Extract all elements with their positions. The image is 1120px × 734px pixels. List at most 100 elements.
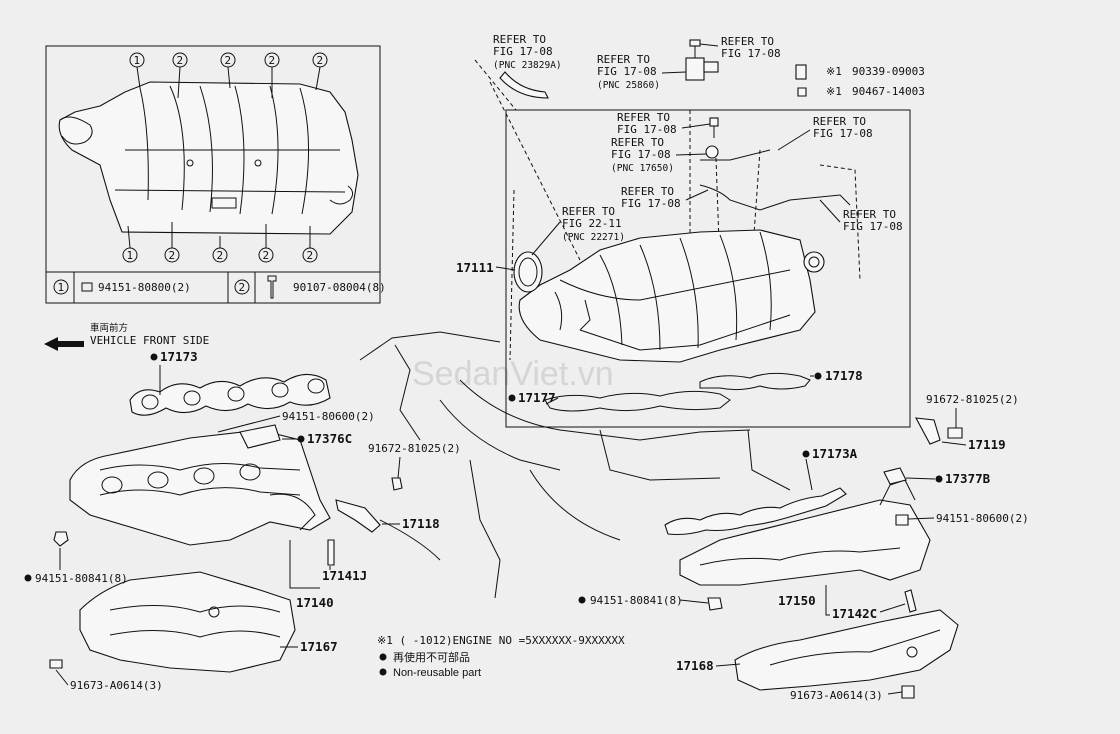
- bolt-icon: [947, 427, 963, 439]
- circle-label-text: 1: [127, 249, 134, 262]
- nut-icon: [895, 514, 909, 526]
- legend-part: 94151-80800(2): [98, 281, 191, 294]
- nut-icon: [81, 282, 93, 292]
- circle-label-text: 2: [269, 54, 276, 67]
- vsv-valve: [685, 39, 719, 81]
- svg-text:REFER TO: REFER TO: [617, 111, 670, 124]
- bolt-icon: [901, 685, 915, 699]
- label-17150: 17150: [778, 593, 816, 608]
- label-17111: 17111: [456, 260, 494, 275]
- svg-text:REFER TO: REFER TO: [621, 185, 674, 198]
- legend-num: 2: [239, 281, 246, 294]
- label-94151-80841-right: 94151-80841(8): [590, 594, 683, 607]
- inset-box: 1 2 2 2 2 1 2 2 2: [45, 45, 386, 304]
- label-91672-right: 91672-81025(2): [926, 393, 1019, 406]
- note-mark: ※1: [826, 65, 842, 78]
- label-17140: 17140: [296, 595, 334, 610]
- label-17376C: 17376C: [307, 431, 352, 446]
- right-exhaust-group: [664, 417, 963, 699]
- bracket-17119: [915, 417, 941, 445]
- throttle-gasket: [513, 251, 543, 293]
- svg-text:FIG 17-08: FIG 17-08: [721, 47, 781, 60]
- circle-label-text: 2: [169, 249, 176, 262]
- label-94151-80600-right: 94151-80600(2): [936, 512, 1029, 525]
- vehicle-front-indicator: 車両前方 VEHICLE FRONT SIDE: [44, 322, 209, 351]
- heat-insulator-17167: [79, 571, 296, 673]
- direction-en: VEHICLE FRONT SIDE: [90, 334, 209, 347]
- bolt-icon: [391, 477, 403, 491]
- inset-circle-labels-bottom: 1 2 2 2 2: [122, 222, 318, 263]
- refer-callout: REFER TO FIG 17-08: [621, 185, 709, 210]
- label-17168: 17168: [676, 658, 714, 673]
- left-exhaust-group: [49, 373, 403, 673]
- svg-text:FIG 17-08: FIG 17-08: [611, 148, 671, 161]
- top-right-fasteners: ※1 90339-09003 ※1 90467-14003: [795, 64, 925, 98]
- hose-23829A: [499, 71, 549, 99]
- circle-label-text: 2: [263, 249, 270, 262]
- svg-text:FIG 17-08: FIG 17-08: [813, 127, 873, 140]
- label-17178: 17178: [825, 368, 863, 383]
- legend-part: 90107-08004(8): [293, 281, 386, 294]
- gasket-icon: [797, 87, 807, 97]
- bracket-17118: [335, 499, 381, 533]
- label-17118: 17118: [402, 516, 440, 531]
- intake-manifold-drawing: [513, 229, 825, 363]
- stud-17141J: [327, 539, 335, 566]
- label-17377B: 17377B: [945, 471, 991, 486]
- heat-insulator-17168: [734, 609, 959, 691]
- part-number: 90467-14003: [852, 85, 925, 98]
- label-94151-80600-left: 94151-80600(2): [282, 410, 375, 423]
- bolt-icon: [49, 659, 63, 669]
- circle-label-text: 1: [134, 54, 141, 67]
- hoses: [699, 117, 851, 211]
- label-91673-left: 91673-A0614(3): [70, 679, 163, 692]
- exhaust-manifold-right: [679, 499, 931, 586]
- note-nonreusable-jp: 再使用不可部品: [393, 650, 470, 664]
- svg-text:REFER TO: REFER TO: [843, 208, 896, 221]
- label-17119: 17119: [968, 437, 1006, 452]
- exhaust-manifold-left: [69, 429, 331, 546]
- direction-jp: 車両前方: [90, 322, 128, 334]
- bracket-17376C: [239, 424, 281, 449]
- label-17177: 17177: [518, 390, 556, 405]
- gasket-17173: [129, 373, 331, 416]
- nut-icon: [707, 597, 723, 611]
- refer-callouts: REFER TO FIG 17-08 (PNC 23829A) REFER TO…: [493, 33, 903, 256]
- label-91672-left: 91672-81025(2): [368, 442, 461, 455]
- notes: ※1 ( -1012)ENGINE NO =5XXXXXX-9XXXXXX 再使…: [377, 634, 625, 679]
- svg-text:REFER TO: REFER TO: [721, 35, 774, 48]
- refer-callout: REFER TO FIG 17-08 (PNC 17650): [611, 136, 707, 174]
- label-91673-right: 91673-A0614(3): [790, 689, 883, 702]
- label-17173: 17173: [160, 349, 198, 364]
- refer-callout: REFER TO FIG 17-08: [699, 35, 781, 60]
- label-94151-80841-left: 94151-80841(8): [35, 572, 128, 585]
- refer-callout: REFER TO FIG 17-08 (PNC 25860): [597, 53, 687, 91]
- svg-text:REFER TO: REFER TO: [611, 136, 664, 149]
- note-mark: ※1: [826, 85, 842, 98]
- circle-label-text: 2: [307, 249, 314, 262]
- bracket-17377B: [883, 467, 907, 485]
- svg-text:REFER TO: REFER TO: [562, 205, 615, 218]
- svg-text:(PNC 17650): (PNC 17650): [611, 163, 674, 174]
- svg-text:REFER TO: REFER TO: [813, 115, 866, 128]
- part-number: 90339-09003: [852, 65, 925, 78]
- refer-callout: REFER TO FIG 22-11 (PNC 22271): [531, 205, 625, 256]
- stud-17142C: [904, 589, 917, 613]
- svg-text:FIG 17-08: FIG 17-08: [617, 123, 677, 136]
- circle-label-text: 2: [317, 54, 324, 67]
- svg-text:FIG 22-11: FIG 22-11: [562, 217, 622, 230]
- legend-num: 1: [58, 281, 65, 294]
- watermark: SedanViet.vn: [412, 355, 614, 393]
- circle-label-text: 2: [225, 54, 232, 67]
- svg-text:REFER TO: REFER TO: [597, 53, 650, 66]
- svg-text:(PNC 25860): (PNC 25860): [597, 80, 660, 91]
- note-nonreusable-en: Non-reusable part: [393, 667, 481, 679]
- manifold-gaskets: [544, 372, 811, 412]
- refer-callout: REFER TO FIG 17-08: [617, 111, 711, 136]
- part-labels: 17111 17178 17177 17173 94151-80600(2) 1…: [24, 260, 1029, 702]
- svg-text:FIG 17-08: FIG 17-08: [843, 220, 903, 233]
- refer-callout: REFER TO FIG 17-08: [777, 115, 873, 151]
- bolt-icon: [267, 275, 277, 299]
- plug-icon: [795, 64, 807, 80]
